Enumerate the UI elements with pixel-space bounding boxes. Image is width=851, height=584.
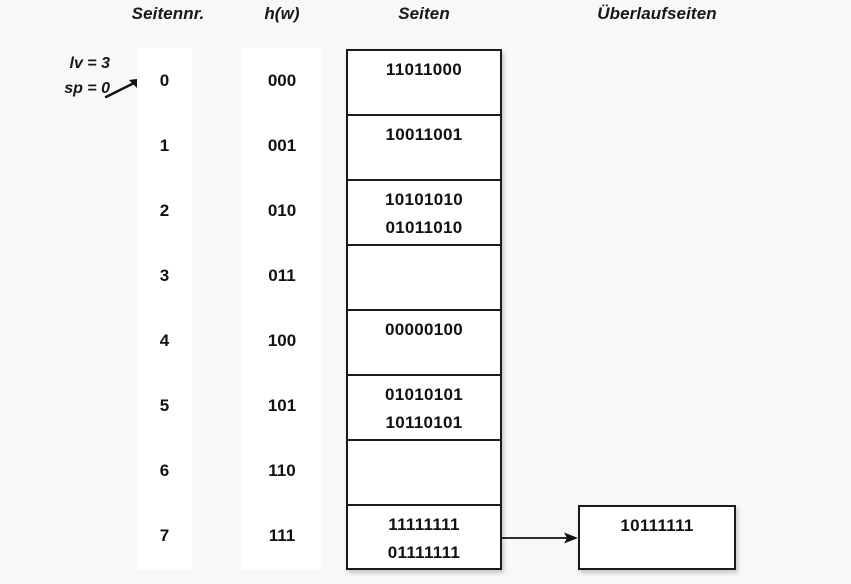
row-hash-5: 101 — [267, 395, 297, 415]
page-cell-1: 10011001 — [348, 116, 500, 181]
record: 11111111 — [388, 515, 460, 534]
annotation-split-pointer: sp = 0 — [64, 80, 110, 97]
page-cell-3 — [348, 246, 500, 311]
column-header-seitennr: Seitennr. — [131, 4, 205, 23]
row-hash-7: 111 — [268, 525, 296, 545]
page-cell-7: 11111111 01111111 — [348, 506, 500, 571]
page-cell-2: 10101010 01011010 — [348, 181, 500, 246]
row-hash-6: 110 — [268, 460, 296, 480]
page-cell-4: 00000100 — [348, 311, 500, 376]
overflow-record: 10111111 — [620, 516, 694, 535]
record: 01011010 — [385, 218, 463, 237]
page-cell-0: 11011000 — [348, 51, 500, 116]
row-index-1: 1 — [159, 135, 170, 155]
column-band-hw — [242, 48, 322, 570]
row-index-6: 6 — [159, 460, 170, 480]
record: 01111111 — [387, 543, 461, 562]
column-header-hw: h(w) — [264, 4, 300, 23]
column-header-seiten: Seiten — [398, 4, 450, 23]
record: 11011000 — [385, 60, 463, 79]
annotation-level: lv = 3 — [69, 55, 110, 72]
record: 10101010 — [384, 190, 464, 209]
row-index-3: 3 — [159, 265, 170, 285]
row-hash-1: 001 — [267, 135, 297, 155]
page-cell-6 — [348, 441, 500, 506]
row-hash-3: 011 — [268, 265, 296, 285]
record: 01010101 — [384, 385, 464, 404]
record: 00000100 — [384, 320, 464, 339]
row-index-2: 2 — [159, 200, 170, 220]
row-index-0: 0 — [159, 70, 170, 90]
arrow-right-icon — [501, 532, 578, 544]
column-band-seitennr — [137, 48, 192, 570]
page-cell-5: 01010101 10110101 — [348, 376, 500, 441]
row-index-4: 4 — [159, 330, 170, 350]
pages-table: 11011000 10011001 10101010 01011010 00000100… — [346, 49, 502, 570]
record: 10110101 — [385, 413, 463, 432]
row-hash-2: 010 — [267, 200, 297, 220]
row-hash-0: 000 — [267, 70, 297, 90]
record: 10011001 — [385, 125, 463, 144]
column-header-ueberlaufseiten: Überlaufseiten — [597, 4, 717, 23]
row-index-7: 7 — [159, 525, 170, 545]
overflow-page: 10111111 — [578, 505, 736, 570]
row-index-5: 5 — [159, 395, 170, 415]
row-hash-4: 100 — [267, 330, 297, 350]
